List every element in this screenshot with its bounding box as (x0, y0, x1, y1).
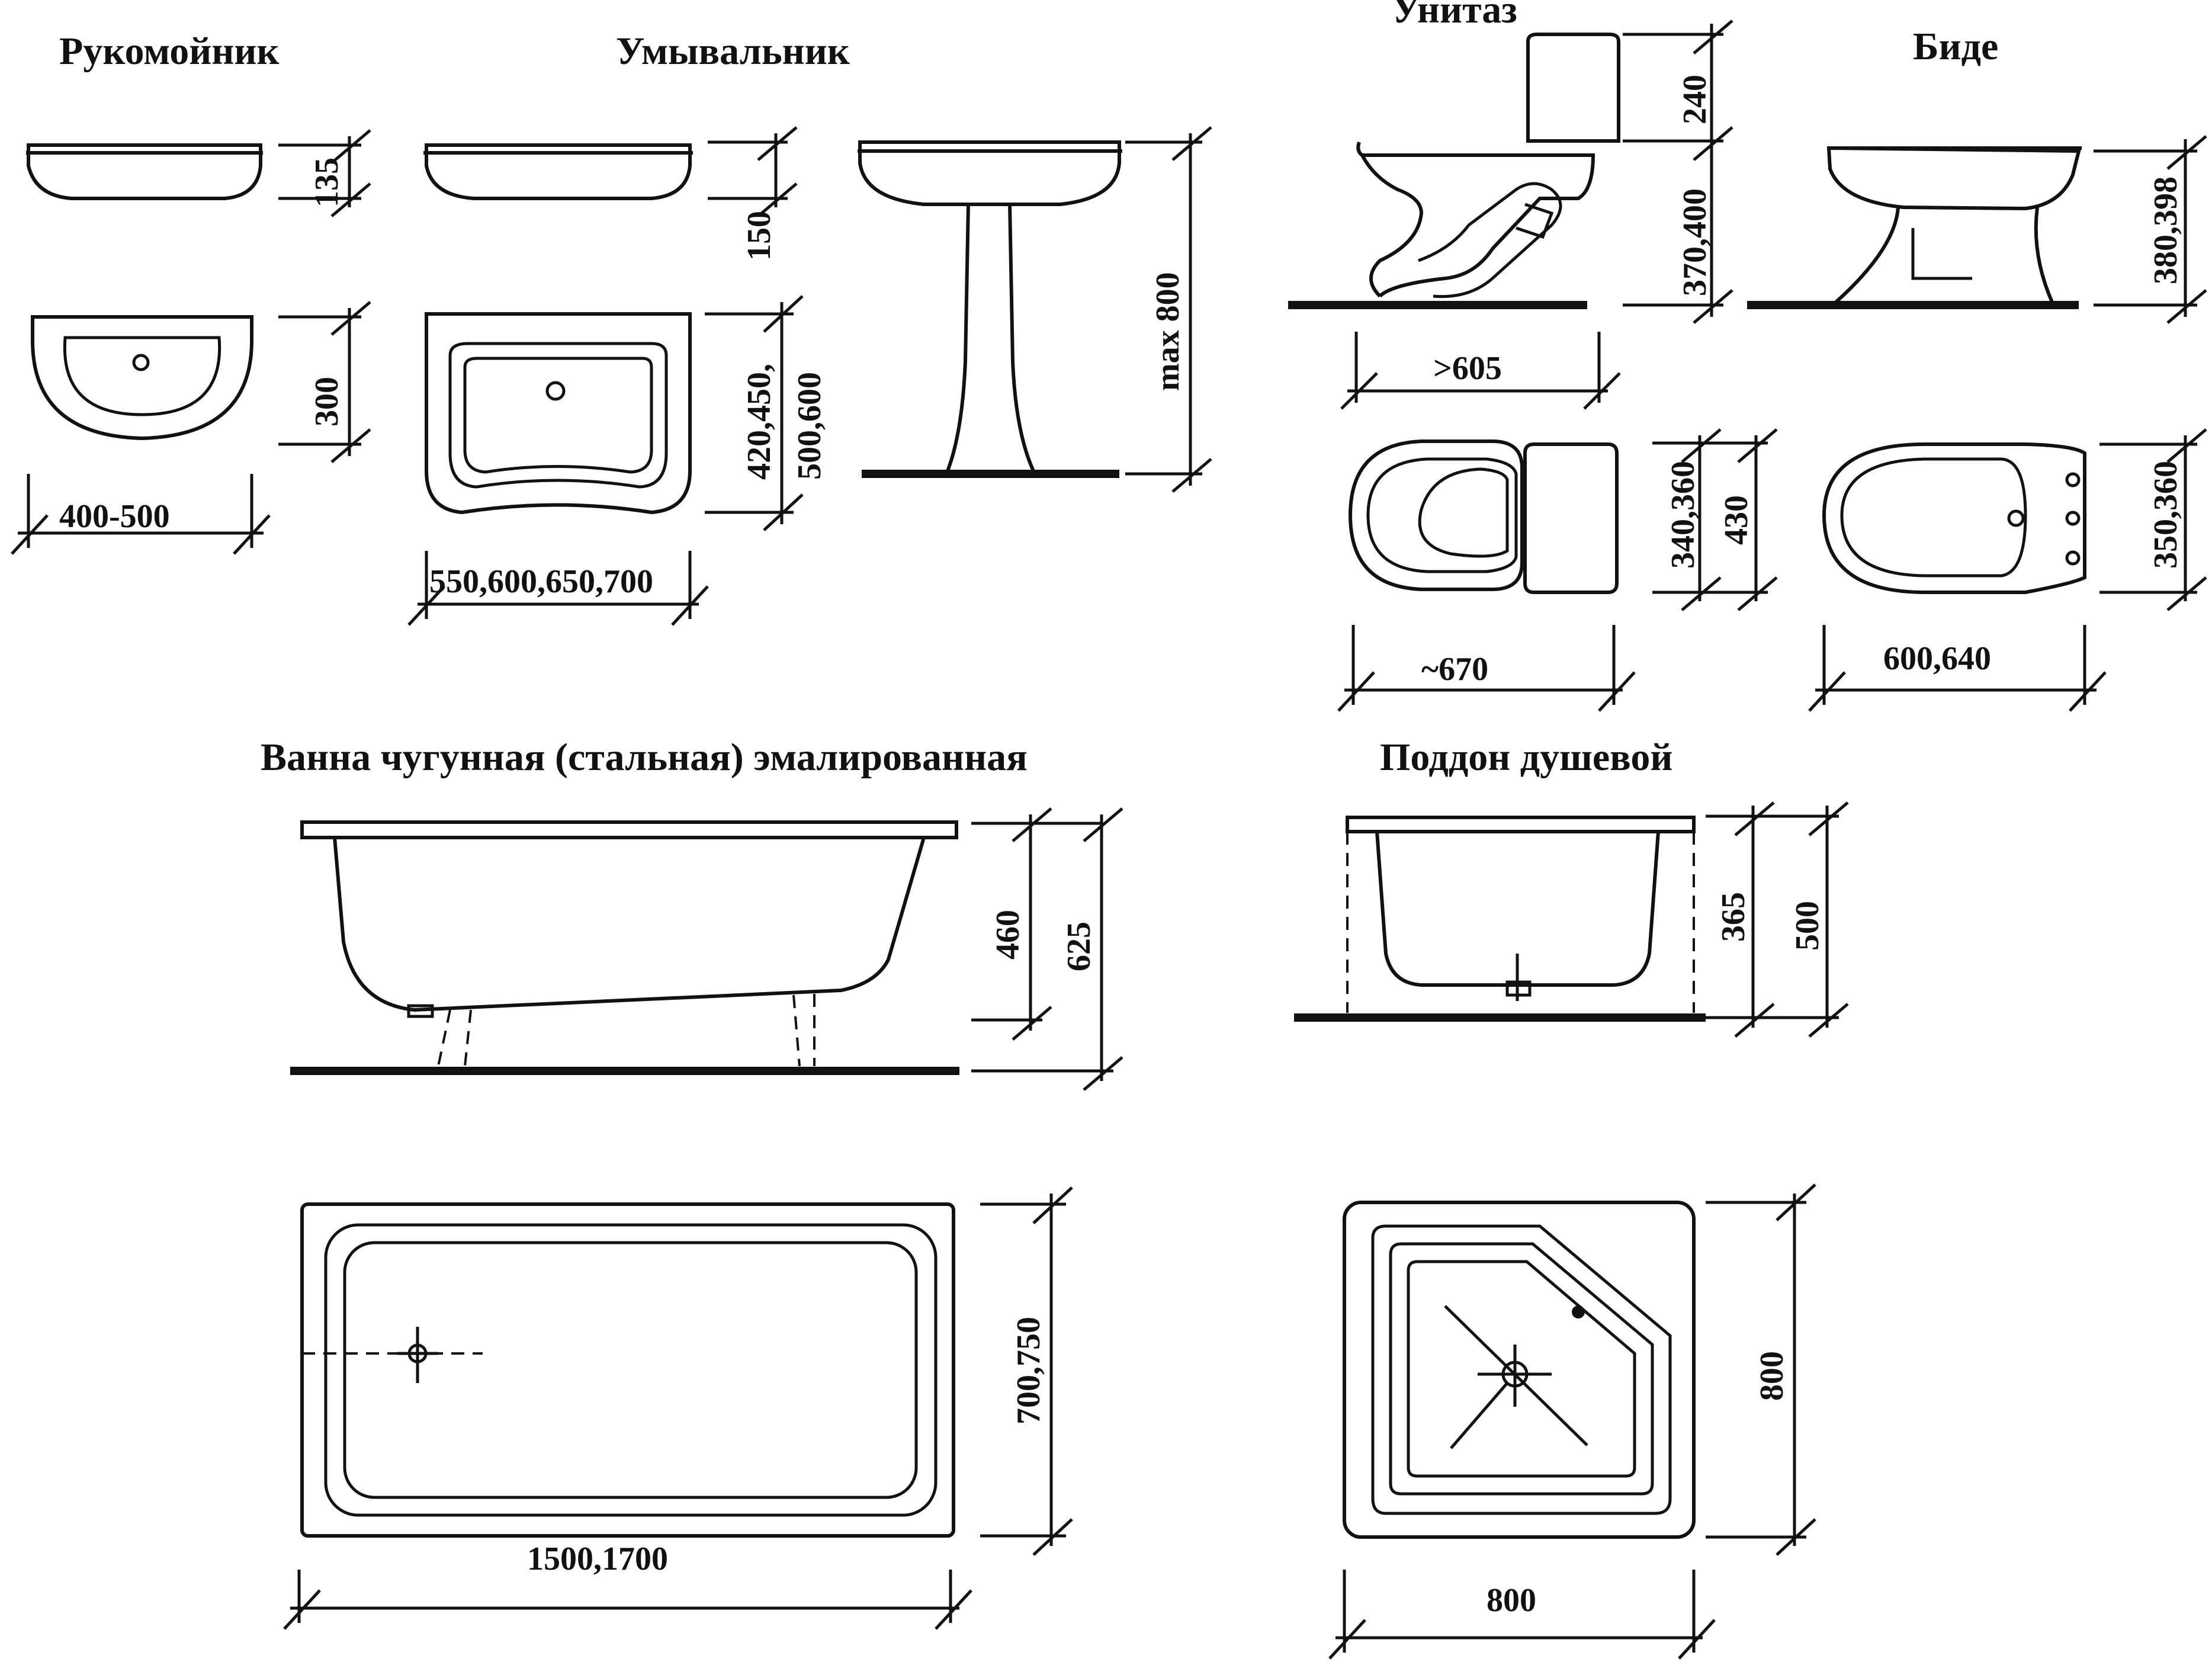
dim-bathtub-height: 460 (990, 910, 1026, 960)
dim-toilet-bowl-height: 370,400 (1677, 188, 1713, 296)
title-toilet: Унитаз (1392, 0, 1517, 31)
washbasin-plan-view (425, 312, 692, 515)
title-bidet: Биде (1913, 25, 1998, 68)
dim-washstand-height: 135 (309, 158, 345, 207)
dim-washbasin-pedestal-height: max 800 (1150, 272, 1186, 391)
dim-toilet-plan-length: ~670 (1421, 651, 1488, 688)
dim-washstand-depth: 300 (309, 377, 345, 426)
shower-tray-plan-view (1343, 1201, 1696, 1539)
dim-toilet-tank-height: 240 (1677, 75, 1713, 124)
dim-toilet-side-length: >605 (1433, 350, 1502, 387)
washbasin-dimensions (407, 126, 1212, 626)
dim-bidet-height: 380,398 (2147, 177, 2184, 284)
bathtub-plan-view (300, 1202, 955, 1538)
shower-tray-dimensions (1328, 801, 1849, 1660)
dim-toilet-seat-width: 340,360 (1665, 461, 1701, 569)
washbasin-pedestal-view (858, 140, 1122, 478)
dim-bathtub-width: 700,750 (1010, 1317, 1047, 1425)
toilet-side-view (1288, 33, 1620, 309)
title-washbasin: Умывальник (616, 30, 850, 73)
bidet-plan-view (1822, 442, 2086, 594)
title-washstand: Рукомойник (59, 30, 279, 73)
dim-bathtub-length: 1500,1700 (527, 1541, 668, 1577)
bidet-side-view (1747, 146, 2082, 309)
dim-tray-total-height: 500 (1789, 901, 1826, 951)
dim-bathtub-total-height: 625 (1061, 922, 1097, 971)
toilet-dimensions (1337, 20, 1778, 712)
washstand-side-view (26, 143, 263, 200)
dim-washbasin-width: 550,600,650,700 (429, 563, 653, 600)
bathtub-dimensions (283, 807, 1123, 1630)
dim-washbasin-depth-2: 500,600 (791, 372, 828, 480)
dim-tray-height: 365 (1715, 892, 1752, 942)
toilet-plan-view (1348, 439, 1619, 594)
dim-bidet-length: 600,640 (1883, 640, 1991, 677)
washbasin-side-view (423, 143, 693, 200)
washstand-dimensions (11, 129, 371, 555)
dim-tray-depth: 800 (1754, 1351, 1790, 1401)
shower-tray-side-view (1294, 816, 1706, 1022)
dim-toilet-tank-width: 430 (1718, 495, 1755, 545)
dim-bidet-width: 350,360 (2147, 461, 2184, 569)
dim-tray-width: 800 (1487, 1582, 1536, 1619)
dim-washbasin-height: 150 (741, 211, 778, 261)
title-bathtub: Ванна чугунная (стальная) эмалированная (261, 736, 1028, 779)
washstand-plan-view (31, 315, 253, 441)
dim-washstand-width: 400-500 (59, 498, 170, 535)
bidet-dimensions (1808, 135, 2207, 712)
dim-washbasin-depth-1: 420,450, (741, 364, 778, 480)
title-shower-tray: Поддон душевой (1380, 736, 1672, 779)
bathtub-side-view (290, 820, 959, 1075)
